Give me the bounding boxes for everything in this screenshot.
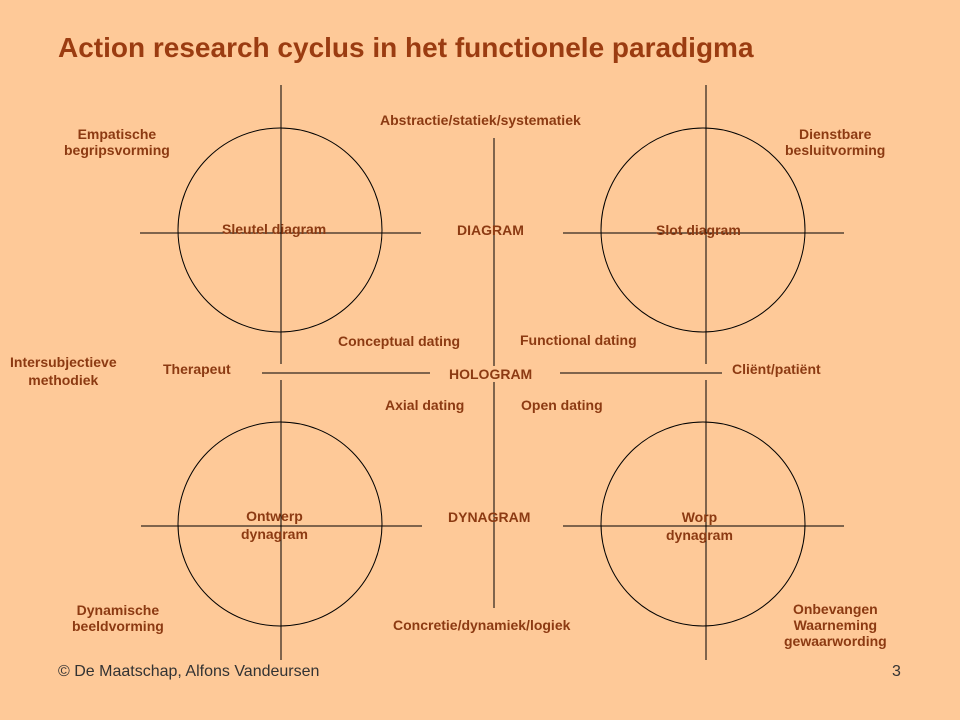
label-dienstbare-besluitvorming: Dienstbare besluitvorming (785, 126, 886, 158)
label-axial-dating: Axial dating (385, 397, 465, 413)
label-empatische-begripsvorming: Empatische begripsvorming (64, 126, 170, 158)
label-sleutel-diagram: Sleutel diagram (222, 221, 327, 237)
label-worp-dynagram: Worp dynagram (666, 509, 733, 543)
footer-page-number: 3 (892, 663, 901, 680)
label-diagram: DIAGRAM (457, 222, 524, 238)
label-functional-dating: Functional dating (520, 332, 637, 348)
circle-slot (600, 127, 806, 333)
label-slot-diagram: Slot diagram (656, 222, 741, 238)
label-conceptual-dating: Conceptual dating (338, 333, 461, 349)
label-client-patient: Cliënt/patiënt (732, 361, 821, 377)
label-hologram: HOLOGRAM (447, 366, 535, 382)
circle-sleutel (177, 127, 383, 333)
label-top-axis: Abstractie/statiek/systematiek (380, 112, 581, 128)
circle-worp (600, 421, 806, 627)
label-therapeut: Therapeut (163, 361, 231, 377)
circle-ontwerp (177, 421, 383, 627)
page-title: Action research cyclus in het functionel… (58, 32, 754, 63)
label-dynagram: DYNAGRAM (448, 509, 531, 525)
label-onbevangen-waarneming: Onbevangen Waarneming gewaarwording (784, 601, 887, 649)
label-intersubjectieve-methodiek: Intersubjectieve methodiek (10, 354, 117, 388)
label-dynamische-beeldvorming: Dynamische beeldvorming (72, 602, 164, 634)
footer-copyright: © De Maatschap, Alfons Vandeursen (58, 663, 320, 680)
label-bottom-axis: Concretie/dynamiek/logiek (393, 617, 571, 633)
label-open-dating: Open dating (521, 397, 603, 413)
label-ontwerp-dynagram: Ontwerp dynagram (241, 508, 308, 542)
